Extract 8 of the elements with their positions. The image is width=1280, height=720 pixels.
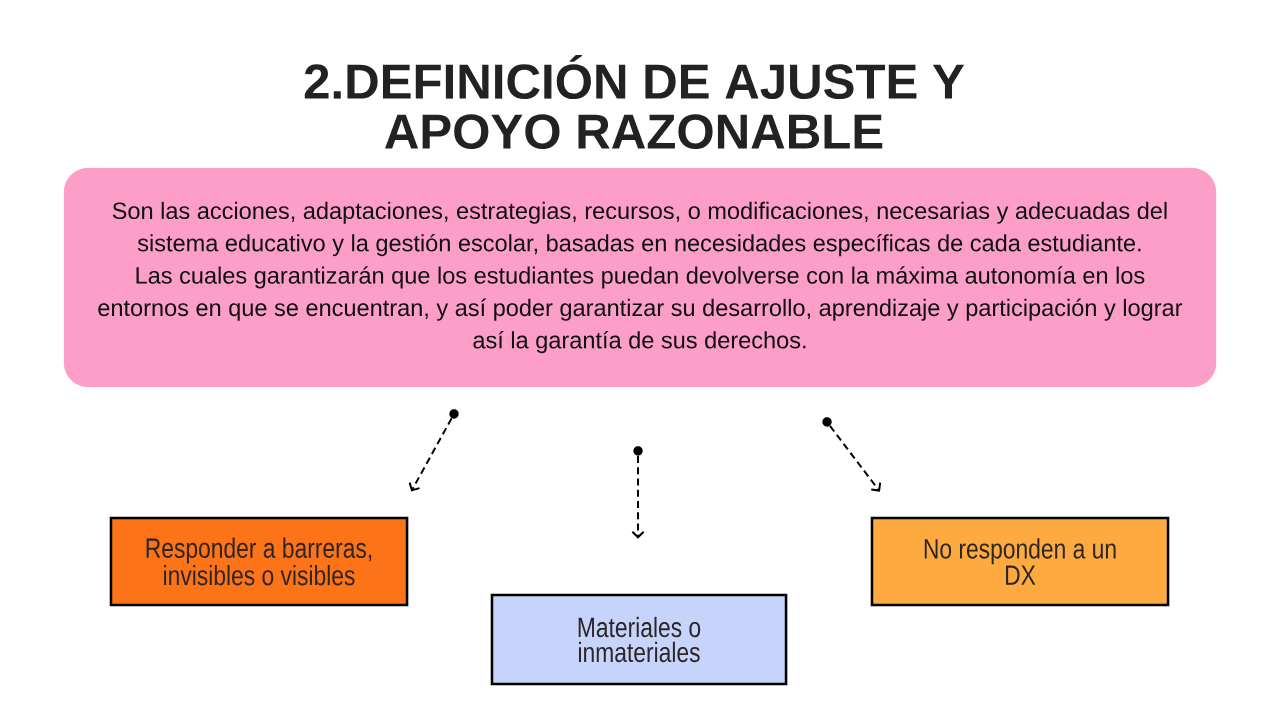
concept-box: Materiales o inmateriales: [490, 593, 788, 686]
dashed-arrow: [408, 417, 453, 492]
description-box: Son las acciones, adaptaciones, estrategias, recursos, o modificaciones, necesarias y adecuadas del sistema educativo y la gestión escolar, basadas en necesidades específicas de cada estudiante. Las cuales garantizarán que los estudiantes puedan devolverse con la máxima autonomía en los entornos en que se encuentran, y así poder garantizar su desarrollo, aprendizaje y participación y lograr así la garantía de sus derechos.: [63, 167, 1217, 387]
concept-box: Responder a barreras, invisibles o visibles: [109, 516, 409, 607]
dashed-arrow: [829, 424, 882, 492]
title: 2.DEFINICIÓN DE AJUSTE Y APOYO RAZONABLE: [304, 55, 965, 149]
concept-box: No responden a un DX: [870, 516, 1170, 607]
dashed-arrow: [631, 454, 645, 539]
